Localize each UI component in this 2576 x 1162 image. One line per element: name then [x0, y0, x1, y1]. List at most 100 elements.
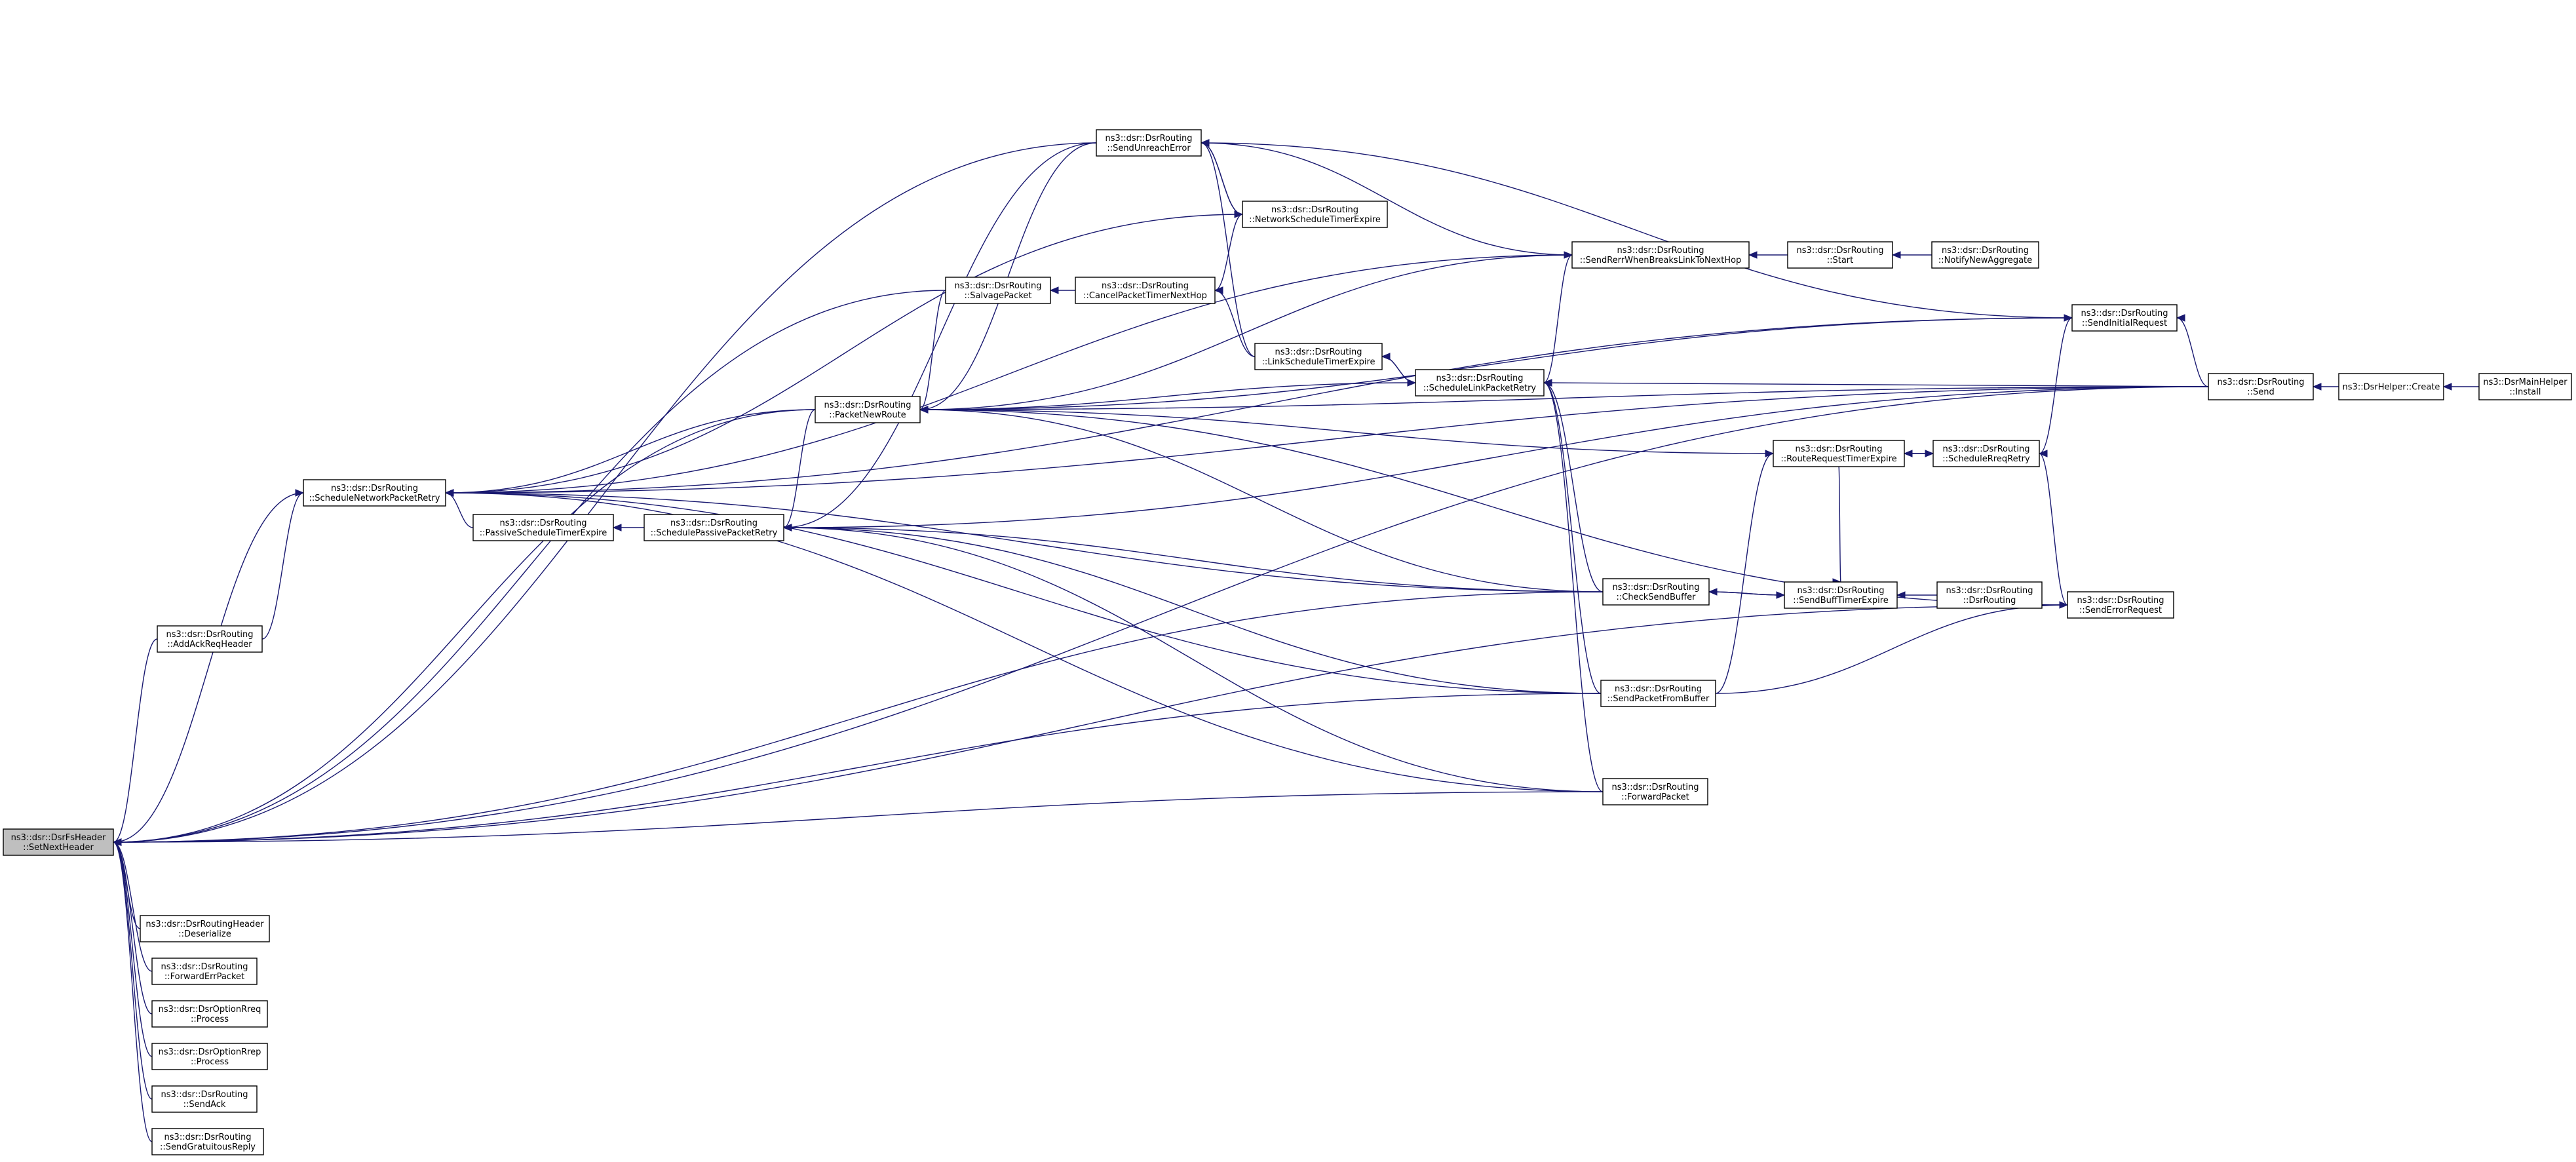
edge-send-to-slpr [1543, 382, 2209, 387]
arrowhead [2059, 601, 2069, 609]
edge-csb-to-slpr [1543, 382, 1604, 592]
graph-node-srwb[interactable]: ns3::dsr::DsrRouting::SendRerrWhenBreaks… [1571, 241, 1750, 269]
graph-node-ser[interactable]: ns3::dsr::DsrRouting::SendErrorRequest [2067, 591, 2174, 619]
node-box[interactable] [1096, 129, 1202, 157]
graph-node-sbte[interactable]: ns3::dsr::DsrRouting::SendBuffTimerExpir… [1784, 581, 1898, 609]
edge-csb-to-pnr [919, 409, 1604, 592]
graph-node-sack[interactable]: ns3::dsr::DsrRouting::SendAck [151, 1085, 258, 1113]
edge-send-to-pnr [919, 386, 2209, 410]
graph-node-orq[interactable]: ns3::dsr::DsrOptionRreq::Process [151, 1000, 268, 1028]
node-box[interactable] [2071, 304, 2178, 332]
graph-node-fsh[interactable]: ns3::dsr::DsrFsHeader::SetNextHeader [3, 828, 114, 856]
node-label-line: ::ScheduleRreqRetry [1942, 454, 2030, 464]
node-label-line: ::CancelPacketTimerNextHop [1083, 291, 1207, 301]
graph-node-sppr[interactable]: ns3::dsr::DsrRouting::SchedulePassivePac… [644, 514, 784, 541]
node-box[interactable] [1075, 277, 1216, 304]
arrowhead [2442, 383, 2452, 391]
edge-sack-to-fsh [113, 842, 153, 1100]
edge-pnr-to-snpr [445, 409, 816, 494]
graph-node-orp[interactable]: ns3::dsr::DsrOptionRrep::Process [151, 1043, 268, 1070]
node-label-line: ::SendErrorRequest [2079, 606, 2162, 615]
edge-aarh-to-fsh [113, 638, 158, 843]
node-box[interactable] [2338, 373, 2444, 400]
graph-node-pste[interactable]: ns3::dsr::DsrRouting::PassiveScheduleTim… [472, 514, 614, 541]
node-box[interactable] [2067, 591, 2174, 619]
graph-node-nna[interactable]: ns3::dsr::DsrRouting::NotifyNewAggregate [1931, 241, 2039, 269]
node-box[interactable] [644, 514, 784, 541]
node-box[interactable] [1600, 680, 1716, 707]
node-label-line: ns3::dsr::DsrRouting [670, 518, 758, 528]
node-label-line: ns3::dsr::DsrRouting [1617, 246, 1704, 256]
graph-node-aarh[interactable]: ns3::dsr::DsrRouting::AddAckReqHeader [157, 625, 263, 653]
node-box[interactable] [1254, 343, 1383, 370]
graph-node-spfb[interactable]: ns3::dsr::DsrRouting::SendPacketFromBuff… [1600, 680, 1716, 707]
graph-node-salv[interactable]: ns3::dsr::DsrRouting::SalvagePacket [945, 277, 1051, 304]
graph-node-csb[interactable]: ns3::dsr::DsrRouting::CheckSendBuffer [1602, 578, 1710, 606]
node-box[interactable] [815, 396, 921, 423]
graph-node-sir[interactable]: ns3::dsr::DsrRouting::SendInitialRequest [2071, 304, 2178, 332]
node-box[interactable] [945, 277, 1051, 304]
graph-node-cptnh[interactable]: ns3::dsr::DsrRouting::CancelPacketTimerN… [1075, 277, 1216, 304]
node-box[interactable] [1571, 241, 1750, 269]
graph-node-fwd[interactable]: ns3::dsr::DsrRouting::ForwardPacket [1602, 778, 1708, 805]
arrowhead [1543, 379, 1552, 387]
node-box[interactable] [151, 1085, 258, 1113]
graph-node-mhi[interactable]: ns3::DsrMainHelper::Install [2478, 373, 2572, 400]
node-box[interactable] [1931, 241, 2039, 269]
node-box[interactable] [151, 958, 258, 985]
graph-node-sue[interactable]: ns3::dsr::DsrRouting::SendUnreachError [1096, 129, 1202, 157]
node-label-line: ::ForwardPacket [1621, 792, 1689, 802]
edges-layer [112, 139, 2479, 1142]
node-box[interactable] [1602, 778, 1708, 805]
node-box[interactable] [2208, 373, 2314, 400]
graph-node-start[interactable]: ns3::dsr::DsrRouting::Start [1787, 241, 1893, 269]
node-box[interactable] [2478, 373, 2572, 400]
graph-node-sgr[interactable]: ns3::dsr::DsrRouting::SendGratuitousRepl… [151, 1128, 264, 1155]
node-box[interactable] [1784, 581, 1898, 609]
node-box[interactable] [1773, 440, 1905, 467]
arrowhead [612, 524, 622, 532]
graph-node-hc[interactable]: ns3::DsrHelper::Create [2338, 373, 2444, 400]
graph-node-snpr[interactable]: ns3::dsr::DsrRouting::ScheduleNetworkPac… [303, 479, 446, 507]
node-box[interactable] [157, 625, 263, 653]
node-label-line: ns3::dsr::DsrRouting [1943, 444, 2030, 454]
graph-node-srr[interactable]: ns3::dsr::DsrRouting::ScheduleRreqRetry [1932, 440, 2040, 467]
node-label-line: ns3::dsr::DsrRouting [2081, 309, 2168, 319]
node-box[interactable] [1787, 241, 1893, 269]
node-label-line: ns3::dsr::DsrRouting [1102, 281, 1189, 291]
edge-csb-to-sbte [1708, 591, 1785, 596]
node-box[interactable] [303, 479, 446, 507]
node-box[interactable] [472, 514, 614, 541]
graph-node-ctor[interactable]: ns3::dsr::DsrRouting::DsrRouting [1936, 581, 2043, 609]
node-label-line: ns3::dsr::DsrRouting [955, 281, 1042, 291]
node-label-line: ns3::dsr::DsrRouting [500, 518, 587, 528]
graph-node-fep[interactable]: ns3::dsr::DsrRouting::ForwardErrPacket [151, 958, 258, 985]
graph-node-send[interactable]: ns3::dsr::DsrRouting::Send [2208, 373, 2314, 400]
node-box[interactable] [140, 915, 270, 942]
node-box[interactable] [151, 1000, 268, 1028]
graph-node-slpr[interactable]: ns3::dsr::DsrRouting::ScheduleLinkPacket… [1415, 369, 1545, 397]
node-box[interactable] [151, 1043, 268, 1070]
node-box[interactable] [3, 828, 114, 856]
node-label-line: ::ForwardErrPacket [164, 972, 244, 982]
node-box[interactable] [1242, 201, 1388, 228]
graph-node-lste[interactable]: ns3::dsr::DsrRouting::LinkScheduleTimerE… [1254, 343, 1383, 370]
graph-node-pnr[interactable]: ns3::dsr::DsrRouting::PacketNewRoute [815, 396, 921, 423]
node-box[interactable] [1602, 578, 1710, 606]
graph-node-nste[interactable]: ns3::dsr::DsrRouting::NetworkScheduleTim… [1242, 201, 1388, 228]
arrowhead [2038, 450, 2048, 457]
node-label-line: ::SendUnreachError [1107, 144, 1191, 153]
node-box[interactable] [1415, 369, 1545, 397]
edge-orq-to-fsh [113, 842, 153, 1015]
node-box[interactable] [1936, 581, 2043, 609]
graph-node-rrte[interactable]: ns3::dsr::DsrRouting::RouteRequestTimerE… [1773, 440, 1905, 467]
arrowhead [1765, 450, 1775, 457]
node-label-line: ::Process [191, 1057, 229, 1067]
node-label-line: ns3::dsr::DsrRouting [1942, 246, 2029, 256]
graph-node-drh[interactable]: ns3::dsr::DsrRoutingHeader::Deserialize [140, 915, 270, 942]
node-label-line: ::SendAck [183, 1100, 226, 1110]
node-label-line: ns3::dsr::DsrRouting [1615, 684, 1702, 694]
node-box[interactable] [1932, 440, 2040, 467]
node-label-line: ::CheckSendBuffer [1617, 592, 1697, 602]
node-box[interactable] [151, 1128, 264, 1155]
